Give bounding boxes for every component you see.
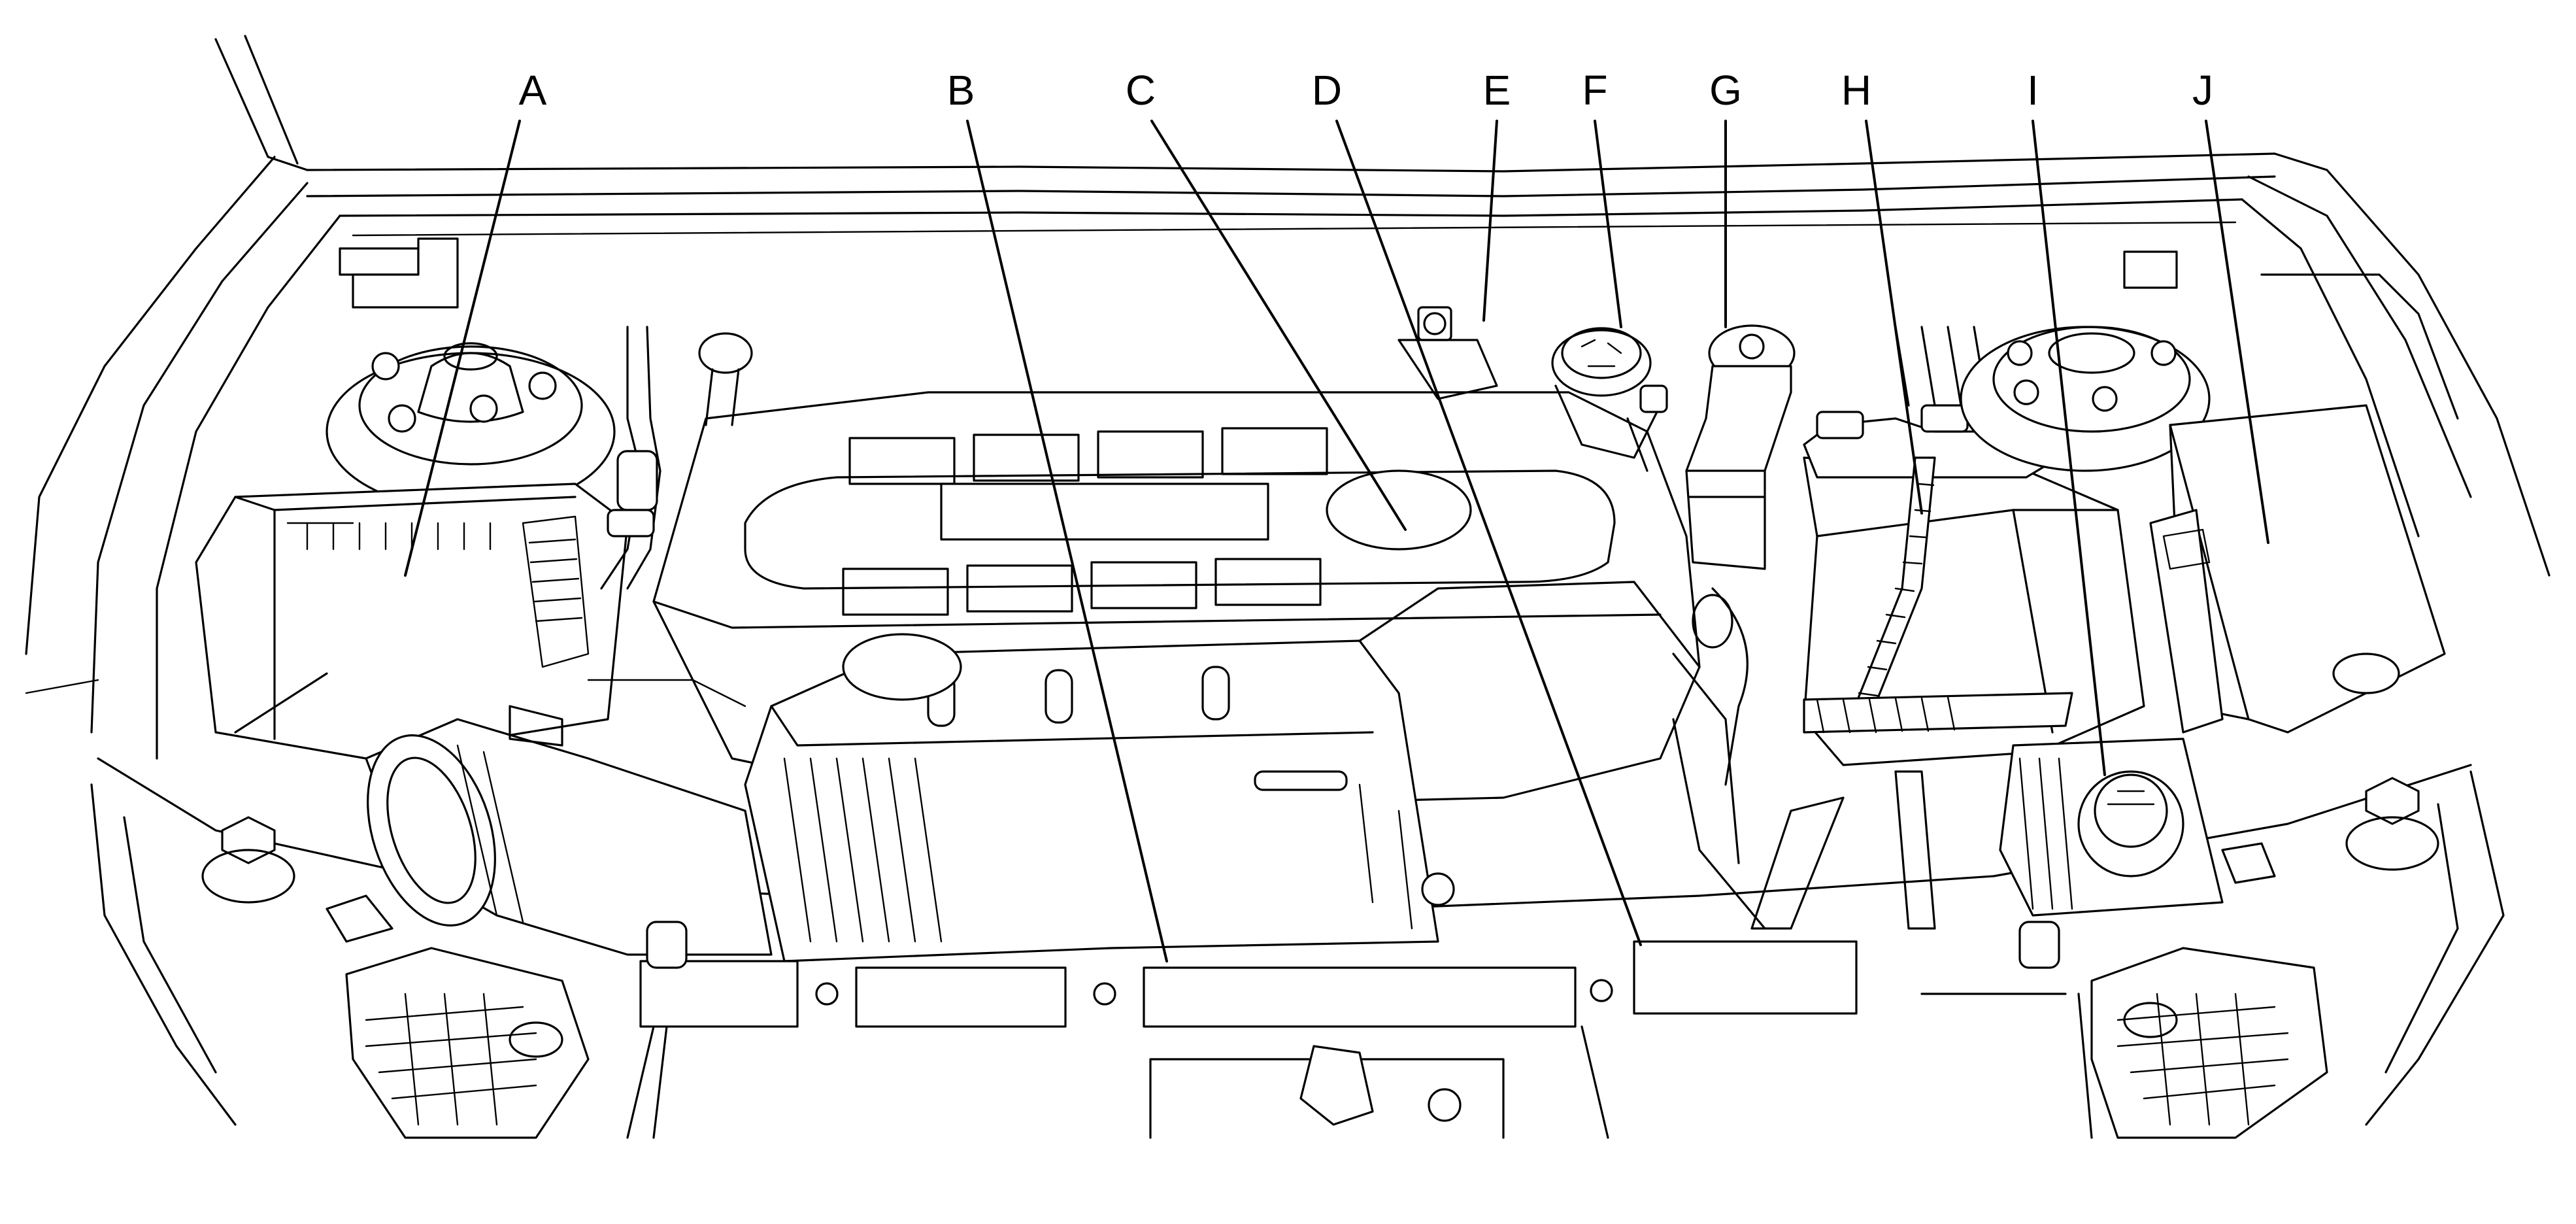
leader-line-d [1335,120,1642,946]
leader-line-h [1865,120,1923,515]
callout-a: A [519,67,547,114]
callout-c: C [1126,67,1156,114]
left-hoses-and-wiring [587,326,746,707]
leader-line-b [966,120,1168,962]
callout-d: D [1312,67,1342,114]
leader-line-i [2032,120,2106,776]
battery [1803,326,2145,766]
washer-fluid-reservoir [1999,738,2224,917]
air-cleaner-assembly [195,483,629,760]
front-brackets [201,777,2439,1139]
callout-e: E [1483,67,1511,114]
fuse-block [2149,404,2446,734]
callout-i: I [2027,67,2039,114]
callout-j: J [2192,67,2213,114]
left-strut-tower [326,342,616,511]
lower-engine-details [1358,587,1936,930]
brake-fluid-reservoir [1397,306,1498,400]
callout-h: H [1841,67,1871,114]
intake-manifold [744,581,1701,962]
leader-line-f [1594,120,1622,328]
leader-line-a [404,120,521,577]
leader-line-e [1482,120,1498,322]
callout-leader-lines [404,120,2269,962]
callout-labels: A B C D E F G H I J [519,67,2213,114]
leader-line-c [1150,120,1407,531]
power-steering-fluid-cap [1685,324,1796,570]
radiator-support [626,921,2093,1139]
callout-f: F [1582,67,1607,114]
callout-g: G [1709,67,1742,114]
intake-duct [365,705,773,956]
right-strut-tower [1960,326,2211,472]
leader-line-j [2205,120,2269,544]
callout-b: B [947,67,975,114]
coolant-surge-tank-cap [1551,327,1668,472]
